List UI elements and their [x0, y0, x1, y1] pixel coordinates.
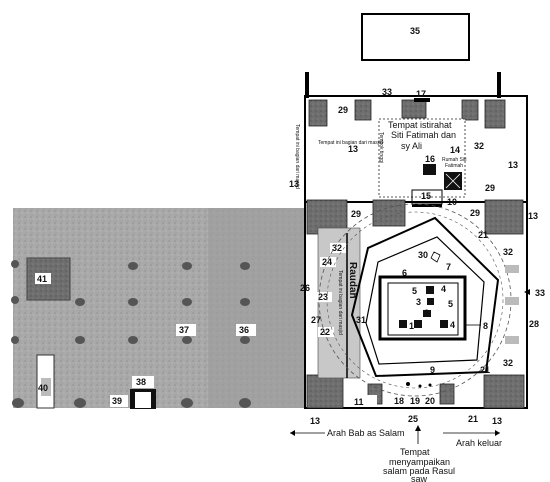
- label-29-top: 29: [338, 105, 348, 115]
- label-19: 19: [410, 396, 420, 406]
- label-38: 38: [136, 377, 146, 387]
- svg-text:32: 32: [503, 358, 513, 368]
- dashed-circle-inner: [326, 211, 504, 389]
- svg-text:21: 21: [480, 365, 490, 375]
- label-11: 11: [354, 397, 364, 407]
- block-16: [423, 164, 436, 175]
- svg-text:32: 32: [332, 243, 342, 253]
- tempat-line4: saw: [411, 474, 428, 482]
- block-35: [361, 13, 470, 61]
- svg-text:28: 28: [529, 319, 539, 329]
- svg-text:31: 31: [356, 315, 366, 325]
- svg-text:23: 23: [318, 292, 328, 302]
- label-4a: 4: [441, 284, 446, 294]
- tomb-markers: [399, 286, 448, 328]
- label-16: 16: [425, 154, 435, 164]
- label-13-nw: 13: [348, 144, 358, 154]
- label-5b: 5: [448, 299, 453, 309]
- label-9: 9: [430, 365, 435, 375]
- label-14: 14: [450, 145, 460, 155]
- tempat-line3: salam pada Rasul: [383, 466, 455, 476]
- raudah-label: Raudah: [347, 262, 358, 299]
- arah-keluar: Arah keluar: [456, 438, 502, 448]
- label-39: 39: [112, 396, 122, 406]
- label-41: 41: [37, 274, 47, 284]
- label-21-bottom: 21: [468, 414, 478, 424]
- label-13-bl: 13: [310, 416, 320, 426]
- label-13-br: 13: [492, 416, 502, 426]
- label-17: 17: [416, 89, 426, 99]
- label-29-mid2: 29: [470, 208, 480, 218]
- tembok-label: Tembok tinggi: [378, 132, 384, 163]
- bottom-dots: [406, 382, 432, 388]
- label-33-top: 33: [382, 87, 392, 97]
- label-4b: 4: [450, 320, 455, 330]
- istirahat-line1: Tempat istirahat: [388, 120, 452, 130]
- left-row-labels: 32 24 26 23 27 22 31: [300, 243, 366, 337]
- istirahat-line2: Siti Fatimah dan: [391, 130, 456, 140]
- pentagon-outer: [350, 216, 500, 378]
- label-21-top: 21: [478, 230, 488, 240]
- vertical-note: Tempat ini bagian dari masjid: [294, 124, 300, 189]
- label-13-right-top: 13: [508, 160, 518, 170]
- rumah-line2: Fatimah: [445, 163, 463, 169]
- label-40: 40: [38, 383, 48, 393]
- pentagon-inner: [365, 236, 485, 365]
- label-32-top: 32: [474, 141, 484, 151]
- label-15: 15: [421, 191, 431, 201]
- svg-text:27: 27: [311, 315, 321, 325]
- label-18: 18: [394, 396, 404, 406]
- label-30: 30: [418, 250, 428, 260]
- svg-text:33: 33: [535, 288, 545, 298]
- svg-text:22: 22: [320, 327, 330, 337]
- label-6: 6: [402, 268, 407, 278]
- label-7: 7: [446, 262, 451, 272]
- label-10: 10: [447, 197, 457, 207]
- istirahat-line3: sy Ali: [401, 141, 422, 151]
- label-2: 2: [424, 308, 429, 318]
- right-labels: 32 33 28 32 21: [480, 247, 545, 375]
- label-29-mid: 29: [351, 209, 361, 219]
- structural-columns: [306, 99, 525, 409]
- label-13-left-top: 13: [289, 179, 299, 189]
- arah-bab: Arah Bab as Salam: [327, 428, 405, 438]
- label-36: 36: [239, 325, 249, 335]
- small-note: Tempat ini bagian dari masjid: [318, 140, 383, 146]
- tempat-line2: menyampaikan: [389, 457, 450, 467]
- hall-pillars: [11, 260, 251, 408]
- tempat-line1: Tempat: [400, 447, 430, 457]
- label-37: 37: [179, 325, 189, 335]
- rumah-line1: Rumah Siti: [442, 157, 466, 163]
- raudah-sub: Tempat ini bagian dari masjid: [337, 270, 343, 335]
- label-1: 1: [409, 321, 414, 331]
- label-20: 20: [425, 396, 435, 406]
- label-25: 25: [408, 414, 418, 424]
- svg-text:26: 26: [300, 283, 310, 293]
- label-13-rmid: 13: [528, 211, 538, 221]
- label-5a: 5: [412, 286, 417, 296]
- label-35: 35: [410, 26, 420, 36]
- label-8: 8: [483, 321, 488, 331]
- label-3: 3: [416, 297, 421, 307]
- svg-text:24: 24: [322, 257, 332, 267]
- svg-text:32: 32: [503, 247, 513, 257]
- label-29-rtop: 29: [485, 183, 495, 193]
- west-hall-darker-right: [208, 208, 305, 408]
